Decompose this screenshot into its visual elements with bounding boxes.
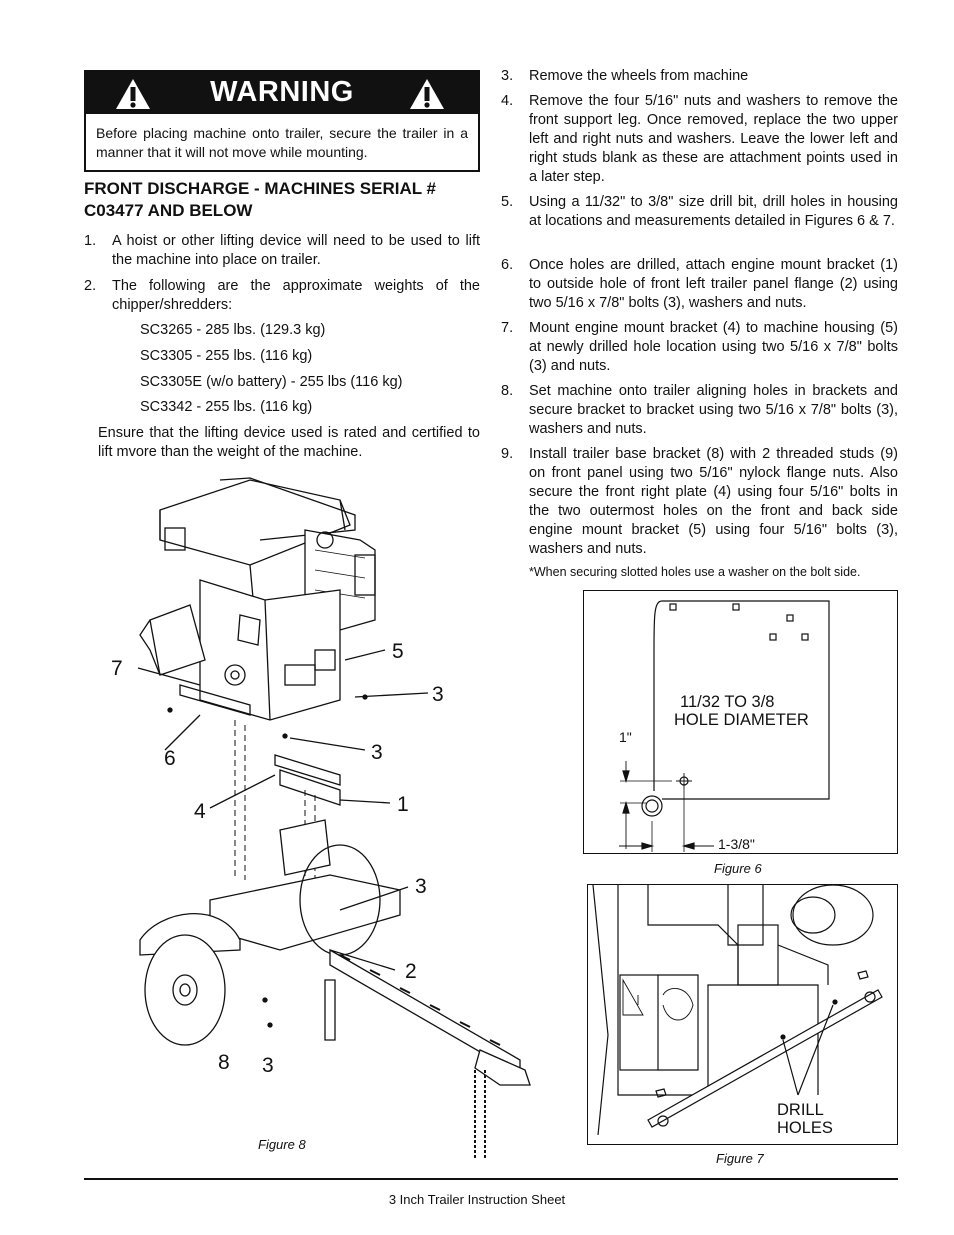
warning-box: WARNING Before placing machine onto trai… <box>84 70 480 172</box>
ensure-paragraph: Ensure that the lifting device used is r… <box>98 425 480 460</box>
list-item: 1. A hoist or other lifting device will … <box>84 232 480 270</box>
step-number: 4. <box>501 93 514 109</box>
step-number: 6. <box>501 257 514 273</box>
drill-label-line1: DRILL <box>777 1101 824 1119</box>
warning-triangle-icon <box>410 79 444 109</box>
step-number: 2. <box>84 278 97 294</box>
callout-3: 3 <box>262 1054 274 1077</box>
figure-7-caption: Figure 7 <box>716 1151 764 1166</box>
step-text: Remove the four 5/16" nuts and washers t… <box>529 93 898 185</box>
figure-7-box <box>587 884 898 1145</box>
list-item: 4. Remove the four 5/16" nuts and washer… <box>501 92 898 187</box>
step-text: A hoist or other lifting device will nee… <box>112 233 480 268</box>
dim-vertical-label: 1" <box>619 729 632 745</box>
callout-3: 3 <box>432 683 444 706</box>
callout-8: 8 <box>218 1051 230 1074</box>
warning-triangle-icon <box>116 79 150 109</box>
step-text: Mount engine mount bracket (4) to machin… <box>529 320 898 374</box>
step-number: 3. <box>501 68 514 84</box>
list-item: 9. Install trailer base bracket (8) with… <box>501 445 898 559</box>
figure-6-box <box>583 590 898 854</box>
warning-header: WARNING <box>86 72 478 114</box>
step-text: The following are the approximate weight… <box>112 278 480 313</box>
warning-title: WARNING <box>210 76 354 108</box>
list-item: 3. Remove the wheels from machine <box>501 67 898 86</box>
dim-horizontal-label: 1-3/8" <box>718 836 755 852</box>
warning-text: Before placing machine onto trailer, sec… <box>96 125 468 160</box>
list-item: 6. Once holes are drilled, attach engine… <box>501 256 898 313</box>
figure-6-caption: Figure 6 <box>714 861 762 876</box>
callout-1: 1 <box>397 793 409 816</box>
callout-3: 3 <box>371 741 383 764</box>
step-text: Once holes are drilled, attach engine mo… <box>529 257 898 311</box>
drill-label-line2: HOLES <box>777 1119 833 1137</box>
step-text: Using a 11/32" to 3/8" size drill bit, d… <box>529 194 898 229</box>
step-text: Remove the wheels from machine <box>529 68 749 84</box>
callout-3: 3 <box>415 875 427 898</box>
list-item: 7. Mount engine mount bracket (4) to mac… <box>501 319 898 376</box>
section-title: FRONT DISCHARGE - MACHINES SERIAL # C034… <box>84 179 436 220</box>
step-number: 9. <box>501 446 514 462</box>
weight-line: SC3305E (w/o battery) - 255 lbs (116 kg) <box>140 374 403 390</box>
callout-4: 4 <box>194 800 206 823</box>
weight-line: SC3265 - 285 lbs. (129.3 kg) <box>140 322 326 338</box>
list-item: 8. Set machine onto trailer aligning hol… <box>501 382 898 439</box>
step-text: Set machine onto trailer aligning holes … <box>529 383 898 437</box>
weight-line: SC3305 - 255 lbs. (116 kg) <box>140 348 313 364</box>
step-number: 5. <box>501 194 514 210</box>
hole-label-line2: HOLE DIAMETER <box>674 711 809 729</box>
step-number: 7. <box>501 320 514 336</box>
callout-2: 2 <box>405 960 417 983</box>
figure-8-drawing <box>137 477 531 1160</box>
step-number: 8. <box>501 383 514 399</box>
slotted-note: *When securing slotted holes use a washe… <box>529 565 861 579</box>
figure-6-drawing <box>619 600 830 853</box>
callout-7: 7 <box>111 657 123 680</box>
step-number: 1. <box>84 233 97 249</box>
figure-7-drawing <box>592 884 883 1136</box>
list-item: 5. Using a 11/32" to 3/8" size drill bit… <box>501 193 898 231</box>
footer-divider <box>84 1178 898 1180</box>
hole-label-line1: 11/32 TO 3/8 <box>680 693 775 711</box>
callout-6: 6 <box>164 747 176 770</box>
step-text: Install trailer base bracket (8) with 2 … <box>529 446 898 557</box>
weight-line: SC3342 - 255 lbs. (116 kg) <box>140 399 313 415</box>
figure-8-caption: Figure 8 <box>258 1137 306 1152</box>
callout-5: 5 <box>392 640 404 663</box>
list-item: 2. The following are the approximate wei… <box>84 277 480 315</box>
footer-text: 3 Inch Trailer Instruction Sheet <box>388 1192 566 1207</box>
